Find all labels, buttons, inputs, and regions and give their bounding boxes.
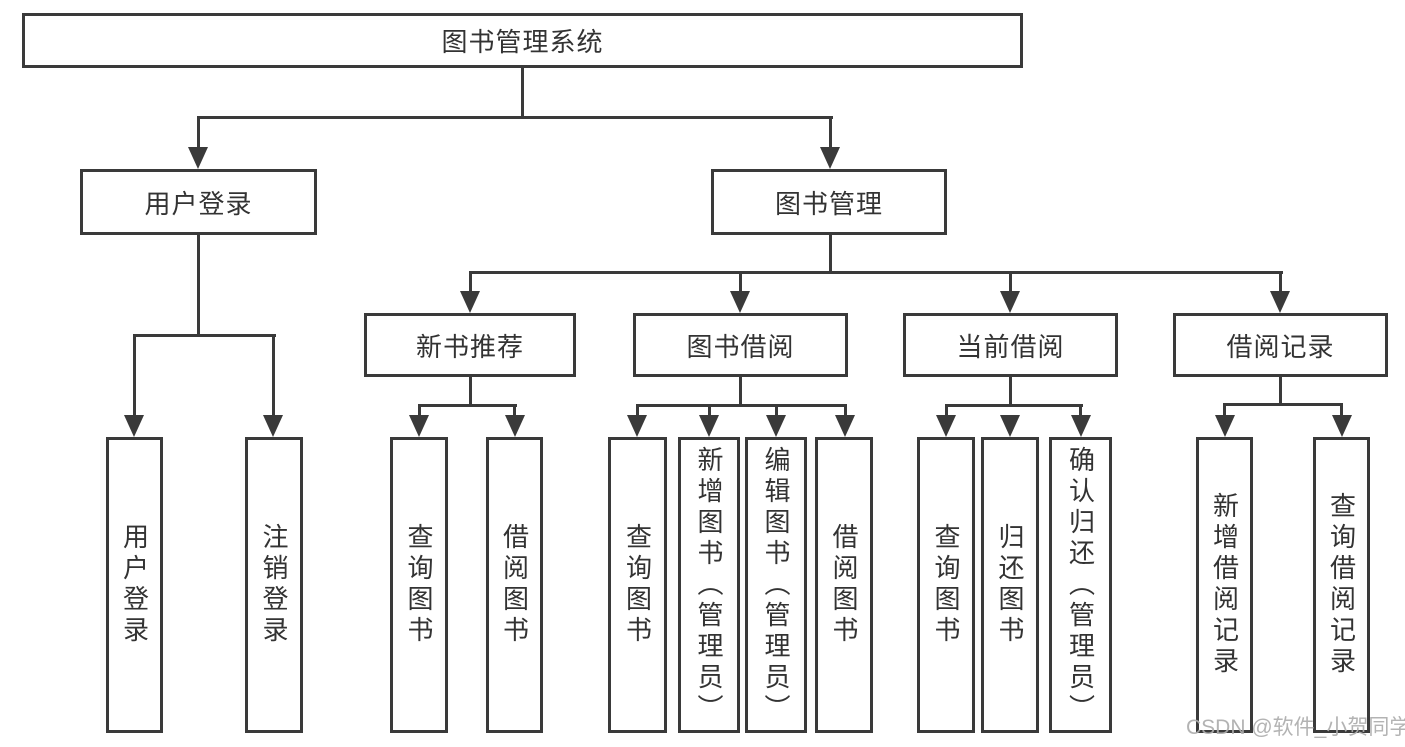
- arrow-down-icon: [460, 291, 480, 313]
- arrow-down-icon: [1070, 415, 1091, 437]
- connector-line: [468, 271, 472, 293]
- node-user-login: 用户登录: [80, 169, 317, 235]
- connector-line: [635, 404, 639, 418]
- node-new-book-recommend: 新书推荐: [364, 313, 576, 377]
- arrow-down-icon: [1000, 291, 1020, 313]
- node-root: 图书管理系统: [22, 13, 1023, 68]
- arrow-down-icon: [766, 415, 786, 437]
- connector-line: [132, 334, 136, 416]
- leaf-query-book-2: 查询图书: [608, 437, 667, 733]
- connector-line: [417, 404, 517, 407]
- connector-line: [828, 116, 832, 150]
- arrow-down-icon: [699, 415, 719, 437]
- connector-line: [468, 377, 472, 407]
- node-current-borrow: 当前借阅: [903, 313, 1118, 377]
- connector-line: [1223, 403, 1343, 406]
- connector-line: [1079, 404, 1082, 418]
- leaf-borrow-book-2: 借阅图书: [815, 437, 873, 733]
- connector-line: [1278, 271, 1282, 293]
- arrow-down-icon: [188, 147, 208, 169]
- connector-line: [1008, 271, 1012, 293]
- leaf-borrow-book-1: 借阅图书: [486, 437, 543, 733]
- connector-line: [707, 404, 711, 418]
- connector-line: [1008, 377, 1012, 407]
- connector-line: [132, 334, 276, 337]
- leaf-return-book: 归还图书: [981, 437, 1039, 733]
- connector-line: [1278, 377, 1282, 406]
- leaf-logout: 注销登录: [245, 437, 303, 733]
- arrow-down-icon: [835, 415, 855, 437]
- connector-line: [944, 404, 948, 418]
- node-book-borrow: 图书借阅: [633, 313, 848, 377]
- leaf-query-book-1: 查询图书: [390, 437, 448, 733]
- connector-line: [196, 234, 200, 336]
- arrow-down-icon: [409, 415, 429, 437]
- arrow-down-icon: [1270, 291, 1290, 313]
- arrow-down-icon: [730, 291, 750, 313]
- connector-line: [944, 404, 1083, 407]
- connector-line: [738, 271, 742, 293]
- connector-line: [468, 271, 1283, 274]
- leaf-query-book-3: 查询图书: [917, 437, 975, 733]
- connector-line: [196, 116, 200, 150]
- connector-line: [774, 404, 778, 418]
- connector-line: [828, 234, 832, 274]
- arrow-down-icon: [1214, 415, 1235, 437]
- csdn-watermark: CSDN @软件_小贺同学: [1186, 716, 1405, 739]
- leaf-confirm-return-admin: 确认归还（管理员）: [1049, 437, 1112, 733]
- connector-line: [196, 116, 833, 119]
- arrow-down-icon: [1000, 415, 1020, 437]
- connector-line: [520, 68, 524, 118]
- connector-line: [271, 334, 275, 416]
- arrow-down-icon: [124, 415, 144, 437]
- node-book-management: 图书管理: [711, 169, 947, 235]
- connector-line: [738, 377, 742, 407]
- leaf-edit-book-admin: 编辑图书（管理员）: [745, 437, 807, 733]
- arrow-down-icon: [263, 415, 283, 437]
- arrow-down-icon: [936, 415, 956, 437]
- arrow-down-icon: [1331, 415, 1352, 437]
- leaf-add-book-admin: 新增图书（管理员）: [678, 437, 740, 733]
- connector-line: [417, 404, 421, 418]
- arrow-down-icon: [504, 415, 525, 437]
- node-borrow-record: 借阅记录: [1173, 313, 1388, 377]
- arrow-down-icon: [627, 415, 647, 437]
- connector-line: [1223, 403, 1226, 418]
- leaf-query-borrow-record: 查询借阅记录: [1313, 437, 1370, 733]
- arrow-down-icon: [820, 147, 840, 169]
- leaf-user-login: 用户登录: [106, 437, 163, 733]
- connector-line: [1340, 403, 1343, 418]
- leaf-add-borrow-record: 新增借阅记录: [1196, 437, 1253, 733]
- connector-line: [843, 404, 847, 418]
- connector-line: [635, 404, 847, 407]
- connector-line: [513, 404, 516, 418]
